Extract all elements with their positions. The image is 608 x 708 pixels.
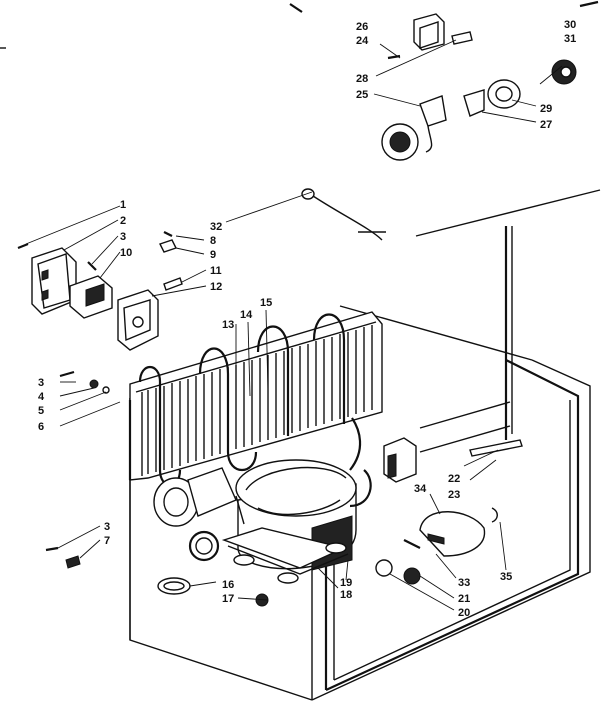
callout-14: 14 [240,309,253,321]
callout-19: 19 [340,577,352,589]
callout-21: 21 [458,593,470,605]
callout-30: 30 [564,19,576,31]
clip [87,261,97,271]
callout-16: 16 [222,579,234,591]
callout-35: 35 [500,571,512,583]
callout-17: 17 [222,593,234,605]
callout-1: 1 [120,199,126,211]
drain-pan [419,507,498,557]
callout-13: 13 [222,319,234,331]
callout-28: 28 [356,73,368,85]
callout-10: 10 [120,247,132,259]
callout-18: 18 [340,589,352,601]
callout-29: 29 [540,103,552,115]
callout-24: 24 [356,35,369,47]
edge-mark [289,3,303,13]
callout-7: 7 [104,535,110,547]
light-bracket [463,59,577,117]
callout-33: 33 [458,577,470,589]
callout-3-lower: 3 [104,521,110,533]
callout-3-mount: 3 [38,377,44,389]
thermostat-tube [469,439,523,457]
callout-31: 31 [564,33,576,45]
lamp-socket [419,95,447,153]
callout-27: 27 [540,119,552,131]
cabinet [129,226,591,701]
callout-4: 4 [38,391,45,403]
fan-shroud [381,123,419,161]
condenser-coil [128,311,383,487]
leader-lines [25,39,563,611]
panel-edge [415,189,601,237]
mounting-hardware [45,370,110,569]
fan-motor [153,467,245,527]
defrost-timer [383,437,417,483]
callout-9: 9 [210,249,216,261]
callout-25: 25 [356,89,368,101]
callout-22: 22 [448,473,460,485]
callout-11: 11 [210,265,222,277]
callout-2: 2 [120,215,126,227]
callout-15: 15 [260,297,272,309]
edge-mark [579,0,599,8]
terminal-parts [159,231,183,291]
callout-3: 3 [120,231,126,243]
callout-20: 20 [458,607,470,619]
drain-ring [188,530,220,562]
callout-34: 34 [414,483,427,495]
overload-protector [117,289,159,351]
compressor [221,417,372,584]
callout-26: 26 [356,21,368,33]
drain-hose [375,539,421,585]
callout-5: 5 [38,405,44,417]
hose-clamp [157,577,191,595]
start-relay [69,275,113,319]
power-cord [301,188,386,241]
callout-8: 8 [210,235,216,247]
callout-12: 12 [210,281,222,293]
screw [17,242,29,250]
callout-6: 6 [38,421,44,433]
callout-32: 32 [210,221,222,233]
callout-23: 23 [448,489,460,501]
